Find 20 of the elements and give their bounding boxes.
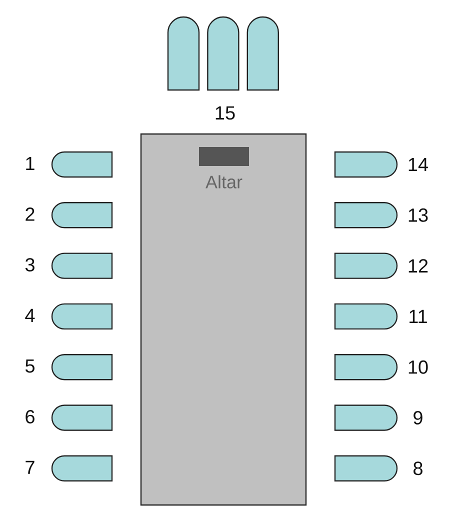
hall-floor [140, 133, 307, 506]
arch-number: 15 [216, 106, 235, 120]
pew-number: 12 [408, 259, 428, 272]
arch [207, 16, 240, 91]
pew-number: 3 [25, 258, 34, 272]
pew-number: 9 [414, 411, 422, 424]
pew-number: 7 [26, 460, 34, 474]
arch [246, 16, 279, 91]
pew-number: 10 [408, 360, 428, 374]
pew-number: 11 [410, 310, 427, 323]
pew-number: 13 [408, 208, 428, 222]
pew-number: 1 [26, 156, 34, 170]
pew-number: 5 [25, 359, 34, 373]
pew-number: 6 [26, 410, 34, 424]
arch [167, 16, 200, 91]
pew-number: 4 [25, 308, 35, 322]
pew-number: 2 [26, 208, 34, 221]
pew-number: 14 [408, 158, 428, 172]
altar-label: Altar [206, 175, 242, 188]
pew-number: 8 [414, 462, 422, 476]
